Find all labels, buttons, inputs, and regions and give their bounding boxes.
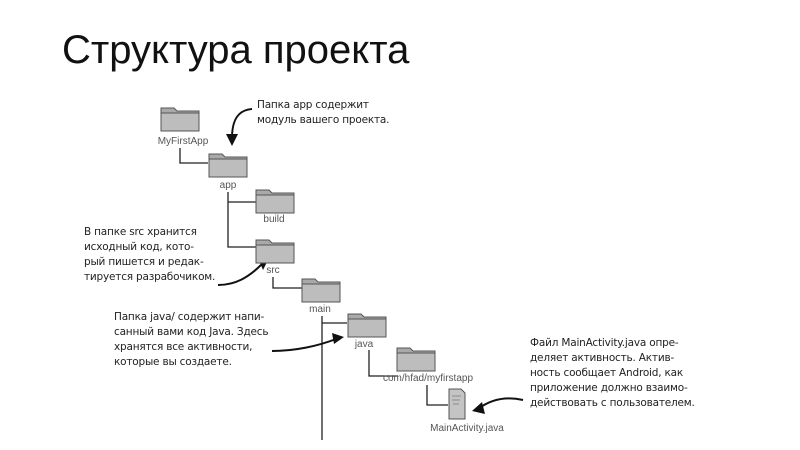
note-line: тируется разрабочиком. bbox=[84, 271, 216, 283]
note-line: В папке src хранится bbox=[84, 226, 197, 238]
folder-icon-src bbox=[255, 239, 295, 264]
folder-icon-app bbox=[208, 153, 248, 178]
folder-label-myfirstapp: MyFirstApp bbox=[157, 136, 209, 147]
note-line: модуль вашего проекта. bbox=[257, 114, 390, 126]
note-line: действовать с пользователем. bbox=[530, 397, 695, 409]
file-label-mainactivity: MainActivity.java bbox=[430, 423, 504, 434]
java-file-icon bbox=[448, 388, 466, 420]
page-title: Структура проекта bbox=[62, 28, 410, 72]
folder-label-app: app bbox=[219, 180, 237, 191]
note-line: рый пишется и редак- bbox=[84, 256, 204, 268]
note-file: Файл MainActivity.java опре- деляет акти… bbox=[530, 336, 695, 411]
note-java: Папка java/ содержит напи- санный вами к… bbox=[114, 310, 269, 370]
note-line: Папка app содержит bbox=[257, 99, 369, 111]
folder-label-build: build bbox=[263, 214, 285, 225]
folder-icon-build bbox=[255, 189, 295, 214]
folder-label-java: java bbox=[354, 339, 374, 350]
folder-label-src: src bbox=[266, 265, 280, 276]
folder-icon-java bbox=[347, 313, 387, 338]
note-line: приложение должно взаимо- bbox=[530, 382, 688, 394]
note-line: деляет активность. Актив- bbox=[530, 352, 675, 364]
folder-icon-myfirstapp bbox=[160, 107, 200, 132]
folder-icon-package bbox=[396, 347, 436, 372]
note-line: хранятся все активности, bbox=[114, 341, 253, 353]
note-line: Папка java/ содержит напи- bbox=[114, 311, 265, 323]
note-app: Папка app содержит модуль вашего проекта… bbox=[257, 98, 389, 128]
folder-icon-main bbox=[301, 278, 341, 303]
note-line: ность сообщает Android, как bbox=[530, 367, 684, 379]
note-line: Файл MainActivity.java опре- bbox=[530, 337, 679, 349]
folder-label-main: main bbox=[309, 304, 331, 315]
folder-label-package: com/hfad/myfirstapp bbox=[382, 373, 474, 384]
note-line: которые вы создаете. bbox=[114, 356, 232, 368]
note-src: В папке src хранится исходный код, кото-… bbox=[84, 225, 215, 285]
note-line: санный вами код Java. Здесь bbox=[114, 326, 269, 338]
note-line: исходный код, кото- bbox=[84, 241, 194, 253]
